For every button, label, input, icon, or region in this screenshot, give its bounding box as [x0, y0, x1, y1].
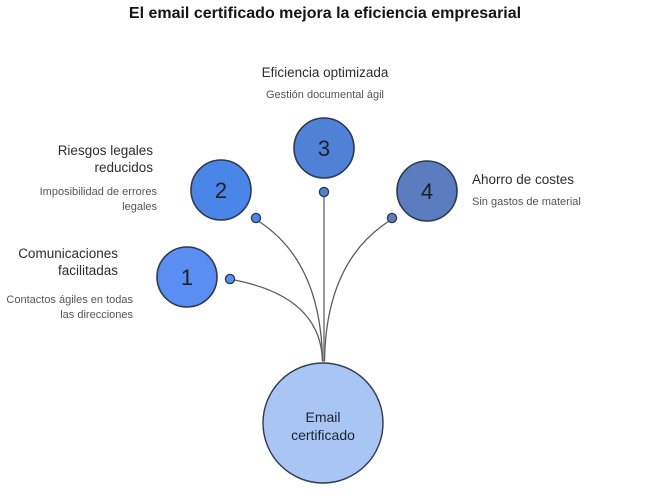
node-circle-2 [190, 159, 252, 221]
node-number-1: 1 [181, 265, 193, 290]
center-node-label: Email certificado [291, 409, 355, 443]
node-circle-1 [156, 246, 218, 308]
node-number-3: 3 [318, 136, 330, 161]
center-node-circle [262, 362, 384, 484]
node-number-4: 4 [421, 179, 433, 204]
connector-line-2 [258, 220, 324, 362]
node-number-2: 2 [215, 178, 227, 203]
connector-dot-3 [318, 186, 330, 198]
node-circle-3 [293, 117, 355, 179]
node-1-title: Comunicaciones facilitadas [18, 246, 118, 279]
node-2-title: Riesgos legales reducidos [57, 143, 153, 176]
node-1-subtitle: Contactos ágiles en todas las direccione… [6, 294, 133, 321]
node-circle-4 [396, 160, 458, 222]
node-2-subtitle: Imposibilidad de errores legales [39, 186, 157, 213]
connector-dot-1 [224, 273, 236, 285]
connector-dot-2 [250, 212, 262, 224]
page-title: El email certificado mejora la eficienci… [128, 5, 522, 22]
node-3-subtitle: Gestión documental ágil [265, 89, 384, 101]
connector-line-1 [234, 279, 324, 362]
node-3-title: Eficiencia optimizada [261, 65, 389, 80]
connector-line-4 [323, 220, 389, 362]
node-4-title: Ahorro de costes [472, 172, 575, 187]
connector-dot-4 [386, 212, 398, 224]
node-4-subtitle: Sin gastos de material [472, 196, 581, 208]
